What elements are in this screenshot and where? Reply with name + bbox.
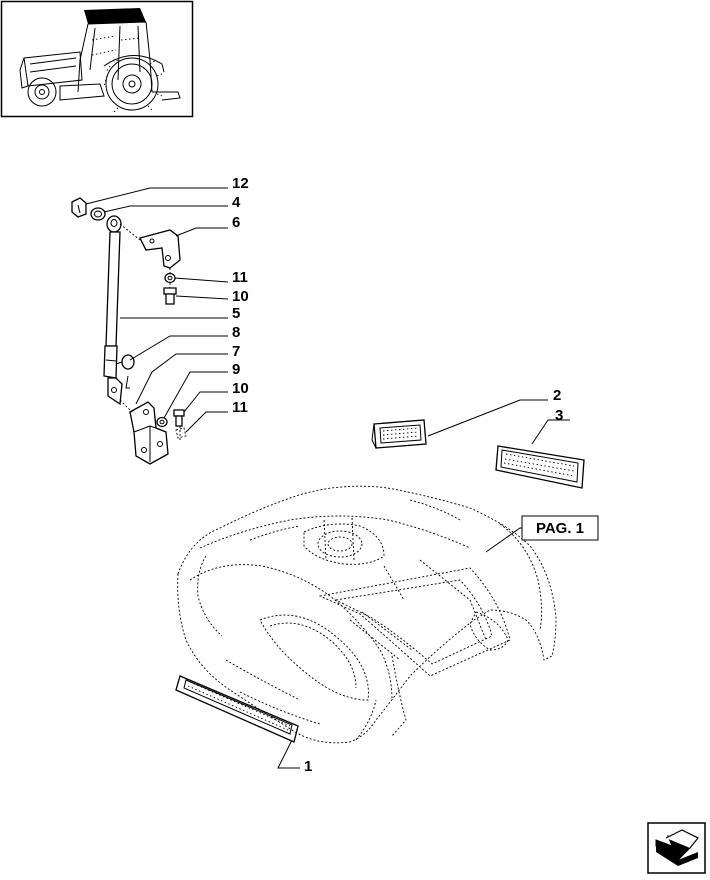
lens-part-2 [371, 419, 427, 449]
callout-2: 2 [553, 387, 561, 404]
callout-7: 7 [232, 343, 240, 360]
washer-part-11-upper [164, 268, 176, 284]
callout-4: 4 [232, 194, 241, 211]
callout-5: 5 [232, 305, 240, 322]
knob-part-8 [115, 354, 135, 370]
bracket-part-6 [119, 223, 181, 269]
cab-roof-assembly [177, 485, 557, 744]
callout-11-upper: 11 [232, 269, 248, 286]
bracket-part-7 [119, 399, 169, 465]
lens-part-1 [175, 675, 299, 743]
nut-part-9 [156, 416, 168, 428]
gas-strut-part-5 [103, 215, 123, 406]
callout-1: 1 [304, 758, 312, 775]
callout-12: 12 [232, 175, 249, 192]
callout-10-lower: 10 [232, 380, 249, 397]
callout-6: 6 [232, 214, 240, 231]
leader-lines [85, 187, 570, 769]
lens-part-3 [495, 445, 585, 489]
bolt-part-10-upper [163, 283, 177, 305]
callout-8: 8 [232, 324, 240, 341]
page-reference-box: PAG. 1 [521, 515, 599, 541]
washer-part-11-lower [175, 426, 187, 440]
next-page-arrow-icon[interactable] [647, 822, 706, 874]
gas-strut-assembly [71, 197, 187, 465]
tractor-thumbnail-icon [0, 0, 194, 118]
bolt-part-10-lower [173, 409, 185, 427]
callout-11-lower: 11 [232, 399, 248, 416]
ring-part-4 [90, 207, 106, 221]
callout-labels: 12 4 6 11 10 5 8 7 9 10 11 2 3 1 [232, 175, 563, 775]
callout-9: 9 [232, 361, 240, 378]
clip-part-12 [71, 197, 87, 218]
callout-3: 3 [555, 407, 563, 424]
page-reference-label: PAG. 1 [536, 520, 584, 537]
callout-10-upper: 10 [232, 288, 249, 305]
